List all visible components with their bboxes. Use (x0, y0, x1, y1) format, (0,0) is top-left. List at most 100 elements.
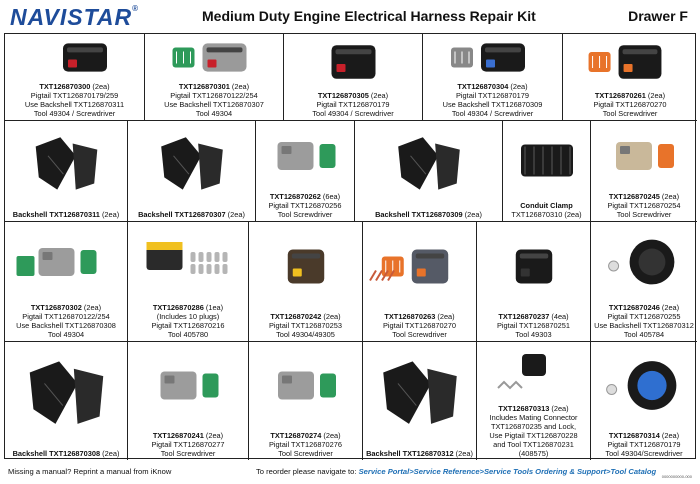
dt-wedgelock (320, 373, 336, 398)
part-detail-line: Tool 49304 (47, 330, 85, 339)
part-number: TXT126870262 (6ea) (256, 192, 354, 201)
connector-cpa (146, 242, 183, 250)
part-id: TXT126870261 (594, 91, 646, 100)
part-number: TXT126870263 (2ea) (363, 312, 476, 321)
part-number: TXT126870261 (2ea) (563, 91, 697, 100)
part-detail-line: Use Backshell TXT126870312 (594, 321, 694, 330)
connector-latch (291, 253, 321, 259)
part-number: Conduit Clamp (503, 201, 590, 210)
part-id: TXT126870313 (498, 404, 550, 413)
dt-wedgelock (80, 250, 97, 274)
connector-seal (292, 268, 302, 277)
part-detail-line: Tool 49303 (515, 330, 552, 339)
part-number: Backshell TXT126870307 (2ea) (128, 210, 255, 219)
part-detail-line: Includes Mating Connector (489, 413, 578, 422)
part-image-3 (331, 45, 376, 79)
part-image-7 (161, 137, 223, 190)
backshell-half-left (35, 137, 76, 190)
part-image-8 (277, 142, 336, 170)
part-quantity: (2ea) (647, 91, 666, 100)
part-id: TXT126870245 (608, 192, 660, 201)
dt-seal (16, 256, 35, 276)
terminal-pin (375, 269, 383, 282)
part-caption: TXT126870301 (2ea)Pigtail TXT126870122/2… (145, 82, 283, 118)
dt-cavity (42, 252, 53, 260)
backshell-rib (410, 155, 427, 175)
part-quantity: (1ea) (205, 303, 224, 312)
part-caption: Backshell TXT126870307 (2ea) (128, 210, 255, 219)
part-number: TXT126870241 (2ea) (128, 431, 248, 440)
part-detail-line: Pigtail TXT126870251 (496, 321, 570, 330)
part-image-4 (451, 43, 525, 72)
part-caption: Backshell TXT126870311 (2ea) (5, 210, 127, 219)
part-number: Backshell TXT126870308 (2ea) (5, 449, 127, 458)
part-detail-line: (408575) (518, 449, 549, 458)
round-connector-face (637, 370, 667, 401)
part-detail-line: Tool Screwdriver (392, 330, 447, 339)
part-detail-line: Pigtail TXT126870270 (382, 321, 456, 330)
part-quantity: (2ea) (101, 210, 120, 219)
part-detail-line: Pigtail TXT126870179 (316, 100, 390, 109)
seal-ring (608, 260, 620, 272)
cavity-plug (198, 264, 204, 274)
part-quantity: (2ea) (455, 449, 473, 458)
cavity-plug (198, 252, 204, 262)
part-image-11 (616, 142, 674, 170)
part-image-12 (16, 248, 97, 276)
cavity-plug (190, 252, 196, 262)
part-cell-6: Backshell TXT126870311 (2ea) (5, 121, 128, 222)
cavity-plug (214, 252, 220, 262)
part-quantity: (2ea) (661, 303, 680, 312)
cavity-plug (214, 264, 220, 274)
part-detail-line: Pigtail TXT126870256 (268, 201, 342, 210)
part-id: TXT126870242 (270, 312, 322, 321)
parts-grid: TXT126870300 (2ea)Pigtail TXT126870179/2… (4, 33, 697, 460)
part-quantity: (2ea) (437, 312, 455, 321)
part-image-5 (588, 45, 662, 79)
connector-seal (623, 64, 633, 72)
part-quantity: (2ea) (227, 210, 245, 219)
part-image-17 (608, 239, 675, 285)
part-image-2 (172, 43, 247, 72)
dt-wedgelock (658, 144, 674, 168)
connector-seal (207, 59, 217, 68)
part-cell-2: TXT126870301 (2ea)Pigtail TXT126870122/2… (145, 34, 284, 121)
part-image-9 (398, 137, 460, 190)
dt-wedgelock (319, 144, 336, 168)
part-id: TXT126870274 (270, 431, 322, 440)
connector-seal (416, 268, 426, 277)
part-image-1 (63, 43, 107, 72)
part-cell-13: TXT126870286 (1ea)(Includes 10 plugs)Pig… (128, 222, 249, 342)
part-caption: Backshell TXT126870308 (2ea) (5, 449, 127, 458)
cavity-plug (222, 264, 228, 274)
terminal-pin (387, 269, 395, 282)
navistar-logo: NAVISTAR® (10, 4, 139, 31)
connector-seal (336, 64, 346, 72)
part-detail-line: Tool 49304 (195, 109, 233, 118)
part-image-10 (521, 144, 573, 177)
part-cell-7: Backshell TXT126870307 (2ea) (128, 121, 256, 222)
tool-catalog-link[interactable]: Service Portal>Service Reference>Service… (358, 467, 657, 476)
logo-registered-mark: ® (132, 4, 140, 13)
part-detail-line: Tool 49304 / Screwdriver (451, 109, 534, 118)
connector-latch (485, 47, 521, 53)
part-quantity: (2ea) (661, 192, 680, 201)
logo-text: NAVISTAR (10, 4, 133, 30)
part-image-23 (606, 361, 677, 410)
part-caption: Backshell TXT126870309 (2ea) (355, 210, 502, 219)
part-quantity: (2ea) (205, 431, 224, 440)
part-cell-9: Backshell TXT126870309 (2ea) (355, 121, 503, 222)
part-id: TXT126870241 (152, 431, 204, 440)
part-quantity: (2ea) (551, 404, 569, 413)
part-cell-22: TXT126870313 (2ea)Includes Mating Connec… (477, 342, 591, 460)
